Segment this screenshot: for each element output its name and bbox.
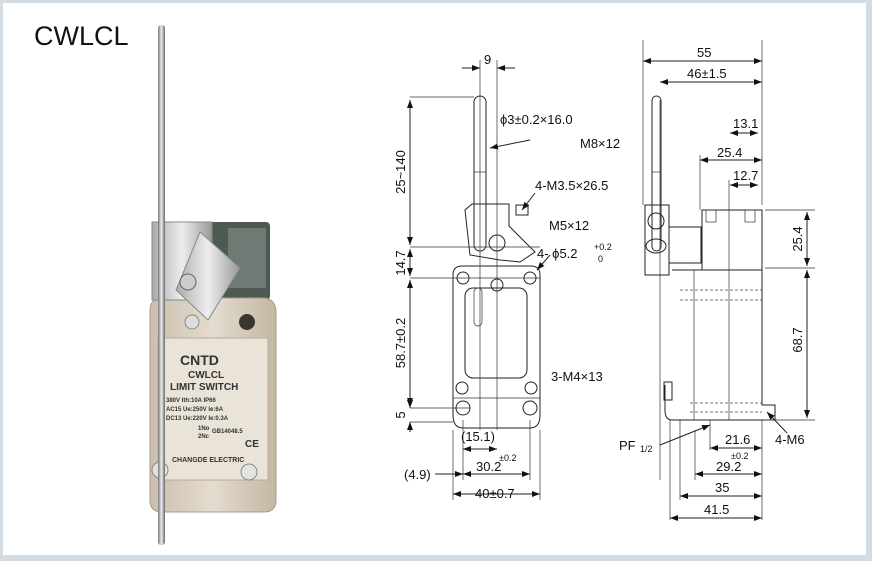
dim-hole: 4- ϕ5.2 bbox=[537, 246, 578, 261]
label-brand: CNTD bbox=[180, 352, 219, 368]
drawing: CNTD CWLCL LIMIT SWITCH 380V Ith:10A IP6… bbox=[149, 25, 815, 545]
product-sheet: CWLCL CNTD CWLCL LIMIT SWITCH 380V Ith bbox=[3, 3, 866, 555]
dim-40: 40±0.7 bbox=[475, 486, 515, 501]
side-view-drawing: 55 46±1.5 13.1 25.4 12.7 25.4 68.7 PF 1/… bbox=[619, 40, 815, 521]
dim-25-4-w: 25.4 bbox=[717, 145, 742, 160]
product-title: CWLCL bbox=[34, 21, 129, 51]
dim-lever-length: 25~140 bbox=[393, 150, 408, 194]
dim-tol: ±0.2 bbox=[499, 453, 516, 463]
dim-tol-side: ±0.2 bbox=[731, 451, 748, 461]
label-type: LIMIT SWITCH bbox=[170, 382, 238, 393]
dim-13-1: 13.1 bbox=[733, 116, 758, 131]
dim-m5: M5×12 bbox=[549, 218, 589, 233]
dim-9: 9 bbox=[484, 52, 491, 67]
dim-14-7: 14.7 bbox=[393, 250, 408, 275]
label-contact-2: 2Nc bbox=[198, 434, 210, 440]
dim-25-4-h: 25.4 bbox=[790, 226, 805, 251]
dim-m8: M8×12 bbox=[580, 136, 620, 151]
label-spec-2: AC15 Ue:250V Ie:6A bbox=[166, 407, 224, 413]
dim-41-5: 41.5 bbox=[704, 502, 729, 517]
dim-29-2: 29.2 bbox=[716, 459, 741, 474]
dim-m6: 4-M6 bbox=[775, 432, 805, 447]
dim-46: 46±1.5 bbox=[687, 66, 727, 81]
dim-15-1: (15.1) bbox=[461, 429, 495, 444]
label-spec-1: 380V Ith:10A IP66 bbox=[166, 398, 216, 404]
dim-hole-tol-upper: +0.2 bbox=[594, 242, 612, 252]
dim-12-7: 12.7 bbox=[733, 168, 758, 183]
dim-30-2: 30.2 bbox=[476, 459, 501, 474]
dim-rod: ϕ3±0.2×16.0 bbox=[500, 112, 573, 127]
dim-58-7: 58.7±0.2 bbox=[393, 318, 408, 369]
dim-55: 55 bbox=[697, 45, 711, 60]
ce-mark: CE bbox=[245, 439, 259, 450]
label-model: CWLCL bbox=[188, 370, 224, 381]
dim-hole-tol-lower: 0 bbox=[598, 254, 603, 264]
dim-5: 5 bbox=[393, 411, 408, 418]
label-spec-3: DC13 Ue:220V Ie:0.3A bbox=[166, 416, 229, 422]
dim-35: 35 bbox=[715, 480, 729, 495]
dim-4-9: (4.9) bbox=[404, 467, 431, 482]
dim-pf-fraction: 1/2 bbox=[640, 444, 653, 454]
lever-rod bbox=[158, 25, 165, 545]
switch-photo: CNTD CWLCL LIMIT SWITCH 380V Ith:10A IP6… bbox=[149, 25, 277, 545]
dim-m35: 4-M3.5×26.5 bbox=[535, 178, 608, 193]
label-maker: CHANGDE ELECTRIC bbox=[172, 457, 244, 464]
front-view-drawing: 9 ϕ3±0.2×16.0 25~140 M8×12 4-M3.5×26.5 M… bbox=[393, 52, 620, 501]
label-standard: GB14048.5 bbox=[212, 429, 243, 435]
dim-21-6: 21.6 bbox=[725, 432, 750, 447]
dim-68-7: 68.7 bbox=[790, 327, 805, 352]
dim-pf: PF bbox=[619, 438, 636, 453]
label-contact-1: 1No bbox=[198, 426, 210, 432]
dim-m4: 3-M4×13 bbox=[551, 369, 603, 384]
